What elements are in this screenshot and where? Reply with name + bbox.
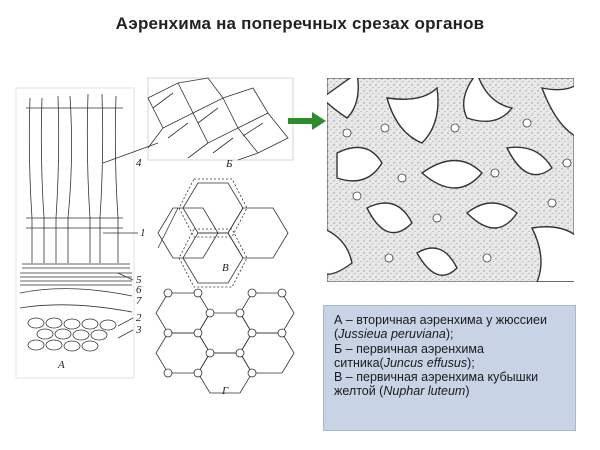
aerenchyma-micrograph [327, 78, 574, 282]
number-label-2: 2 [136, 312, 142, 324]
aerenchyma-drawings: А Б В Г 1 2 3 4 5 6 7 [15, 77, 295, 397]
number-label-4: 4 [136, 157, 142, 169]
caption-v: В – первичная аэренхима кубышки желтой (… [334, 370, 539, 399]
number-label-6: 6 [136, 284, 142, 296]
number-label-1: 1 [140, 227, 146, 239]
panel-label-g: Г [221, 385, 229, 397]
number-label-3: 3 [135, 324, 142, 336]
caption-box: А – вторичная аэренхима у жюссиеи (Jussi… [323, 305, 576, 431]
caption-b: Б – первичная аэренхима ситника(Juncus e… [334, 341, 484, 370]
number-label-5: 5 [136, 274, 142, 286]
arrow-right-icon [288, 112, 326, 130]
panel-label-v: В [222, 262, 229, 274]
panel-label-b: Б [225, 158, 233, 170]
page-title: Аэренхима на поперечных срезах органов [115, 14, 485, 33]
panel-label-a: А [57, 359, 65, 371]
caption-a: А – вторичная аэренхима у жюссиеи (Jussi… [334, 313, 547, 342]
number-label-7: 7 [136, 295, 142, 307]
